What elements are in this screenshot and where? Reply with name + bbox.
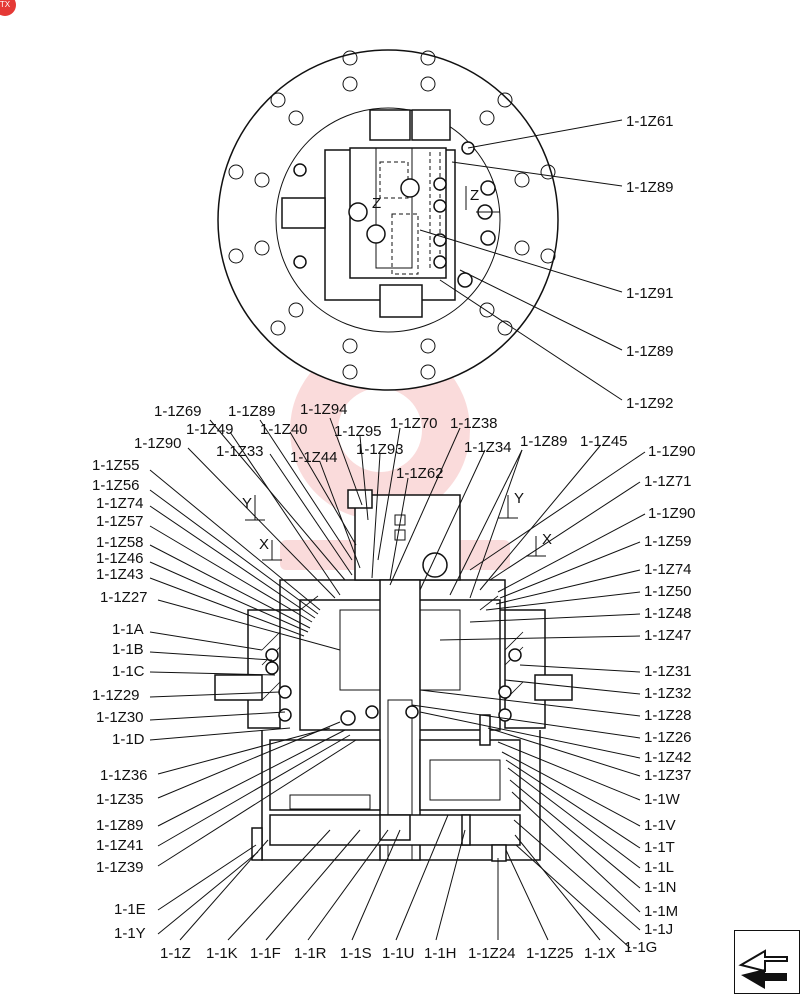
callout-label: 1-1Z55 [92,457,140,474]
callout-label: 1-1Z29 [92,687,140,704]
callout-label: 1-1Z69 [154,403,202,420]
callout-label: 1-1Z90 [134,435,182,452]
section-view: Y X Y X [214,489,573,862]
callout-label: 1-1Z90 [648,505,696,522]
callout-label: 1-1Z90 [648,443,696,460]
callout-label: 1-1Y [114,925,146,942]
callout-label: 1-1Z49 [186,421,234,438]
callout-label: 1-1Z44 [290,449,338,466]
callout-label: 1-1Z50 [644,583,692,600]
callout-label: 1-1M [644,903,678,920]
callout-label: 1-1Z38 [450,415,498,432]
corner-badge: TX [0,0,16,16]
right-leaders [411,451,646,949]
callout-label: 1-1Z62 [396,465,444,482]
callout-label: 1-1Z74 [96,495,144,512]
callout-label: 1-1Z24 [468,945,516,962]
callout-label: 1-1Z57 [96,513,144,530]
left-leaders [149,417,601,935]
callout-label: 1-1Z95 [334,423,382,440]
left-labels: 1-1Z69 1-1Z89 1-1Z94 1-1Z49 1-1Z40 1-1Z9… [92,401,628,942]
section-mark-y-left: Y [242,495,252,512]
callout-label: 1-1N [644,879,677,896]
callout-label: 1-1Z56 [92,477,140,494]
callout-label: 1-1Z70 [390,415,438,432]
section-mark-z-right: Z [470,187,479,204]
callout-label: 1-1S [340,945,372,962]
callout-label: 1-1Z37 [644,767,692,784]
callout-label: 1-1Z39 [96,859,144,876]
callout-label: 1-1U [382,945,415,962]
callout-label: 1-1Z40 [260,421,308,438]
callout-label: 1-1Z91 [626,285,674,302]
callout-label: 1-1R [294,945,327,962]
callout-label: 1-1W [644,791,681,808]
callout-label: 1-1Z48 [644,605,692,622]
callout-label: 1-1B [112,641,144,658]
callout-label: 1-1C [112,663,145,680]
callout-label: 1-1J [644,921,673,938]
callout-label: 1-1Z26 [644,729,692,746]
section-mark-x-right: X [542,531,552,548]
callout-label: 1-1L [644,859,674,876]
callout-label: 1-1Z89 [96,817,144,834]
callout-label: 1-1Z [160,945,191,962]
callout-label: 1-1T [644,839,675,856]
callout-label: 1-1Z36 [100,767,148,784]
callout-label: 1-1Z25 [526,945,574,962]
callout-label: 1-1Z31 [644,663,692,680]
callout-label: 1-1Z27 [100,589,148,606]
section-mark-y-right: Y [514,490,524,507]
callout-label: 1-1Z89 [626,179,674,196]
right-labels: 1-1Z90 1-1Z71 1-1Z90 1-1Z59 1-1Z74 1-1Z5… [624,443,696,956]
callout-label: 1-1Z41 [96,837,144,854]
callout-label: 1-1G [624,939,657,956]
callout-label: 1-1Z47 [644,627,692,644]
callout-label: 1-1Z43 [96,566,144,583]
callout-label: 1-1Z30 [96,709,144,726]
top-view: Z Z [217,49,559,391]
next-page-button[interactable] [734,930,800,994]
callout-label: 1-1Z71 [644,473,692,490]
callout-label: 1-1Z45 [580,433,628,450]
callout-label: 1-1X [584,945,616,962]
callout-label: 1-1Z58 [96,534,144,551]
callout-label: 1-1Z93 [356,441,404,458]
callout-label: 1-1Z89 [228,403,276,420]
callout-label: 1-1H [424,945,457,962]
bottom-leaders [179,814,601,941]
callout-label: 1-1Z89 [520,433,568,450]
callout-label: 1-1Z74 [644,561,692,578]
callout-label: 1-1Z94 [300,401,348,418]
callout-label: 1-1Z89 [626,343,674,360]
callout-label: 1-1Z34 [464,439,512,456]
callout-label: 1-1A [112,621,144,638]
callout-label: 1-1Z46 [96,550,144,567]
callout-label: 1-1Z59 [644,533,692,550]
callout-label: 1-1Z32 [644,685,692,702]
callout-label: 1-1E [114,901,146,918]
section-mark-x-left: X [259,536,269,553]
bottom-labels: 1-1Z 1-1K 1-1F 1-1R 1-1S 1-1U 1-1H 1-1Z2… [160,945,616,962]
callout-label: 1-1Z92 [626,395,674,412]
next-page-arrow-icon [738,949,788,989]
callout-label: 1-1Z35 [96,791,144,808]
callout-label: 1-1Z42 [644,749,692,766]
section-mark-z-left: Z [372,195,381,212]
callout-label: 1-1F [250,945,281,962]
callout-label: 1-1Z28 [644,707,692,724]
top-view-leaders [419,119,623,401]
callout-label: 1-1Z33 [216,443,264,460]
callout-label: 1-1Z61 [626,113,674,130]
callout-label: 1-1K [206,945,238,962]
top-view-labels: 1-1Z61 1-1Z89 1-1Z91 1-1Z89 1-1Z92 [626,113,674,412]
callout-label: 1-1D [112,731,145,748]
callout-label: 1-1V [644,817,676,834]
